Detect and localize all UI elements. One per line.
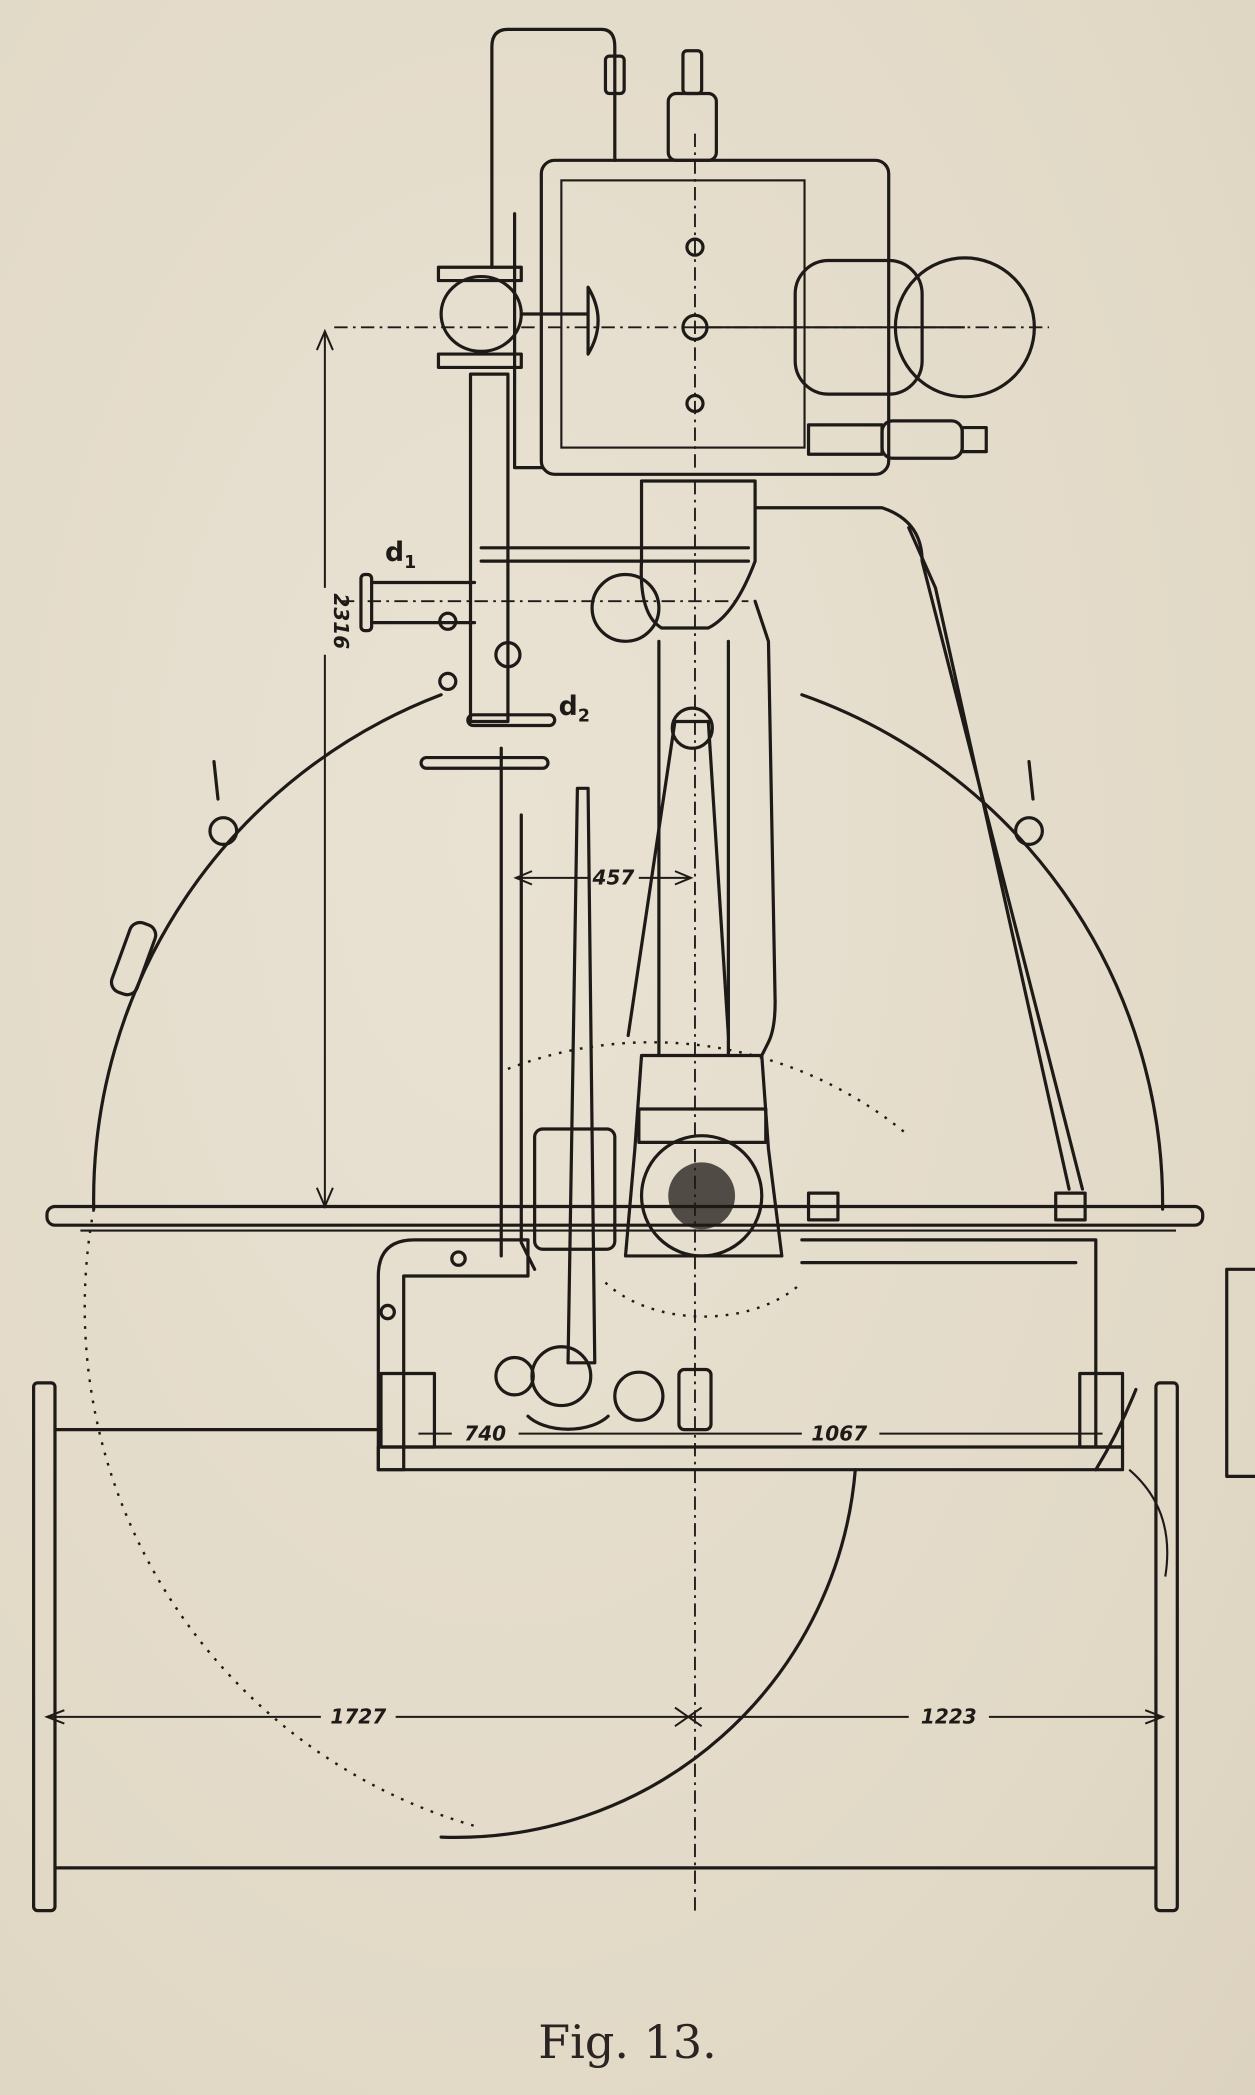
dim-740: 740 [464,1421,506,1445]
svg-text:d2: d2 [559,691,590,727]
flywheel-circle [439,1041,910,1840]
label-d1: d1 [385,537,416,573]
label-d2: d2 [559,691,590,727]
lower-tank [32,1381,1179,1913]
crank-assembly [494,786,784,1431]
mid-flange [45,1204,1205,1232]
crankshaft-section [668,1162,736,1230]
vessel-circle [83,693,1165,1829]
dimension-base: 740 1067 [418,1421,1103,1445]
dimension-457: 457 [513,865,694,889]
dimension-tank: 1727 1223 [44,1705,1166,1729]
cylinder-block [436,27,1036,476]
dim-457: 457 [592,865,635,889]
svg-text:d1: d1 [385,537,416,573]
dim-1223: 1223 [921,1705,977,1729]
figure-caption: Fig. 13. [538,2015,717,2069]
edge-fragment [1225,1267,1255,1478]
lifting-lugs [109,759,1044,997]
base-frame [376,1191,1125,1472]
engine-column [359,372,1085,1271]
dim-1067: 1067 [811,1421,867,1445]
dimension-height: 2316 [315,328,353,1210]
dim-2316: 2316 [329,593,353,649]
center-lines [334,133,1050,1911]
dim-1727: 1727 [330,1705,386,1729]
